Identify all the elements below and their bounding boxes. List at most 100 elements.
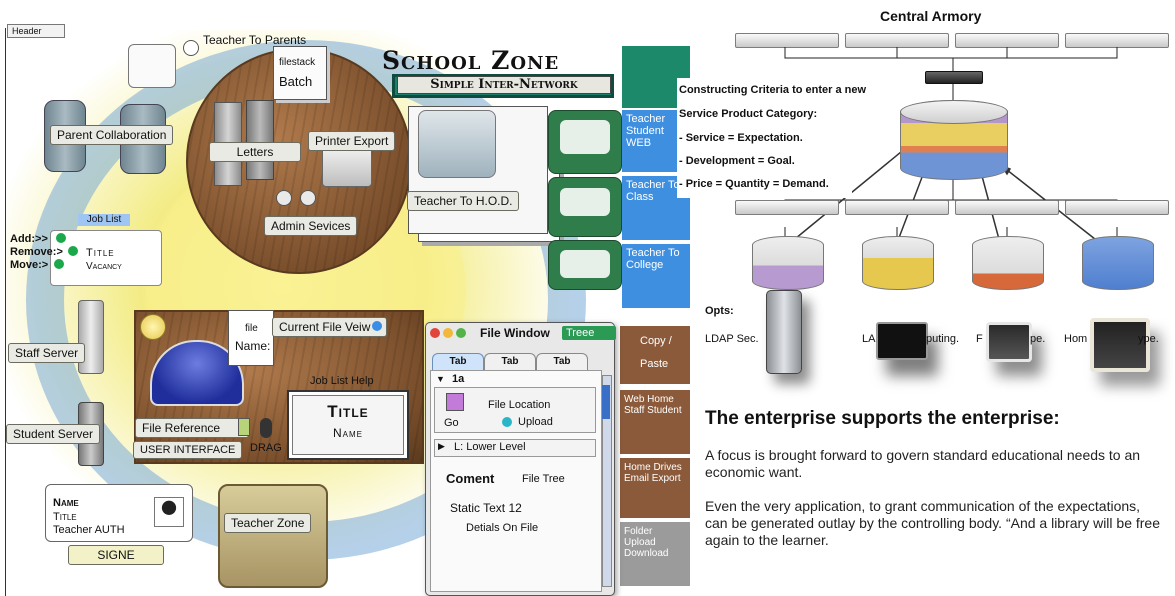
hod-meeting-icon — [418, 110, 496, 178]
network-switch-icon — [925, 71, 983, 84]
opt-la-label: LA — [862, 333, 876, 345]
remove-button[interactable] — [68, 246, 78, 256]
job-title-label: Title — [86, 247, 115, 259]
criteria-panel — [677, 78, 852, 198]
screen-icon — [560, 120, 610, 154]
scrollbar-thumb[interactable] — [602, 385, 610, 419]
go-button[interactable]: Go — [444, 417, 459, 429]
card-auth-label: Teacher AUTH — [53, 524, 125, 536]
nav-web-home[interactable]: Web Home Staff Student — [620, 390, 690, 456]
disclosure-triangle-icon[interactable]: ▼ — [436, 374, 445, 384]
nav-home-drives[interactable]: Home Drives Email Export — [620, 458, 690, 520]
id-card[interactable]: Name Title Teacher AUTH — [45, 484, 193, 542]
teacher-to-hod-label[interactable]: Teacher To H.O.D. — [407, 191, 520, 211]
database-purple-icon — [752, 236, 824, 290]
filestack-note[interactable]: filestack Batch — [273, 46, 327, 100]
file-window[interactable]: File Window Treee Tab Tab Tab ▼ 1a File … — [425, 322, 616, 596]
opt-f-label: F — [976, 333, 983, 345]
window-close-button[interactable] — [430, 328, 440, 338]
enterprise-heading: The enterprise supports the enterprise: — [705, 408, 1060, 429]
student-server-label[interactable]: Student Server — [6, 424, 101, 444]
school-zone-title: School Zone — [382, 46, 560, 75]
criteria-line-2: Service Product Category: — [679, 108, 818, 120]
tab-2[interactable]: Tab — [484, 353, 536, 370]
user-interface-label[interactable]: USER INTERFACE — [133, 441, 243, 459]
teacher-zone-label[interactable]: Teacher Zone — [224, 513, 312, 533]
lower-level-row[interactable] — [434, 439, 596, 457]
armory-mid-rack-2 — [845, 200, 949, 215]
desk-person-icon — [128, 44, 176, 88]
nav-folder-upload[interactable]: Folder Upload Download — [620, 522, 690, 588]
staff-server-label[interactable]: Staff Server — [8, 343, 86, 363]
parent-collaboration-label[interactable]: Parent Collaboration — [50, 125, 174, 145]
job-list-panel[interactable] — [50, 230, 162, 286]
file-name-note[interactable]: file Name: — [228, 310, 274, 366]
drag-label: DRAG — [250, 442, 282, 454]
remove-label: Remove:> — [10, 246, 63, 258]
enterprise-para-2: Even the very application, to grant comm… — [705, 498, 1161, 548]
opt-hom-label: Hom — [1064, 333, 1088, 345]
card-title-big: Title — [327, 402, 369, 421]
criteria-line-4: - Development = Goal. — [679, 155, 795, 167]
armory-mid-rack-1 — [735, 200, 839, 215]
teacher-zone-chair — [218, 484, 328, 588]
admin-services-label[interactable]: Admin Sevices — [264, 216, 358, 236]
section-label: 1a — [452, 373, 465, 385]
opts-label: Opts: — [705, 305, 734, 317]
move-button[interactable] — [54, 259, 64, 269]
letters-label[interactable]: Letters — [209, 142, 301, 162]
opt-ldap-label: LDAP Sec. — [705, 333, 759, 345]
window-zoom-button[interactable] — [456, 328, 466, 338]
file-tree-label: File Tree — [522, 473, 565, 485]
signe-button[interactable]: SIGNE — [68, 545, 164, 565]
criteria-line-1: Constructing Criteria to enter a new — [679, 84, 867, 96]
armory-top-rack-1 — [735, 33, 839, 48]
opt-puting-label: puting. — [926, 333, 960, 345]
job-list-title: Job List — [78, 214, 130, 226]
current-file-view-toggle[interactable] — [372, 321, 382, 331]
teacher-to-parents-label: Teacher To Parents — [203, 33, 307, 47]
window-minimize-button[interactable] — [443, 328, 453, 338]
simple-inter-network-label: Simple Inter-Network — [397, 76, 611, 94]
nav-teacher-to-college[interactable]: Teacher To College — [622, 244, 690, 310]
database-blue-icon — [1082, 236, 1154, 290]
file-label: file — [245, 323, 258, 334]
armory-mid-rack-3 — [955, 200, 1059, 215]
add-label: Add:>> — [10, 233, 48, 245]
nav-copy-paste-box[interactable]: Copy / Paste — [620, 326, 690, 386]
vacancy-label: Vacancy — [86, 261, 122, 272]
upload-indicator-icon — [502, 417, 512, 427]
vertical-scrollbar[interactable] — [602, 375, 612, 587]
card-name-big: Name — [332, 426, 363, 440]
tower-server-icon — [766, 290, 802, 374]
desktop-crt-icon — [1090, 318, 1150, 372]
file-reference-field[interactable]: File Reference — [135, 418, 249, 438]
color-swatch[interactable] — [446, 393, 464, 411]
drawer-cabinet — [246, 100, 274, 180]
tree-badge[interactable]: Treee — [562, 326, 616, 340]
copy-label: Copy / — [640, 335, 672, 347]
header-tab[interactable]: Header — [7, 24, 65, 38]
tab-1[interactable]: Tab — [432, 353, 484, 370]
batch-label: Batch — [279, 74, 313, 89]
printer-export-label[interactable]: Printer Export — [308, 131, 396, 151]
admin-person-icon — [276, 190, 292, 206]
move-label: Move:> — [10, 259, 49, 271]
name-label: Name: — [235, 339, 271, 353]
left-border — [5, 28, 6, 596]
tab-3[interactable]: Tab — [536, 353, 588, 370]
current-file-view-label[interactable]: Current File Veiw — [272, 317, 388, 337]
add-button[interactable] — [56, 233, 66, 243]
paste-label: Paste — [640, 358, 669, 370]
students-icon-2 — [560, 250, 610, 278]
title-name-card[interactable]: Title Name — [287, 390, 409, 460]
criteria-line-5: - Price = Quantity = Demand. — [679, 178, 829, 190]
lower-level-triangle-icon: ▶ — [438, 441, 445, 451]
teacher-figure-icon — [183, 40, 199, 56]
static-text-label: Static Text 12 — [450, 501, 522, 515]
avatar-icon — [154, 497, 184, 527]
upload-button[interactable]: Upload — [518, 416, 553, 428]
central-database-top — [900, 100, 1008, 124]
criteria-line-3: - Service = Expectation. — [679, 132, 803, 144]
laptop-icon — [876, 322, 928, 360]
